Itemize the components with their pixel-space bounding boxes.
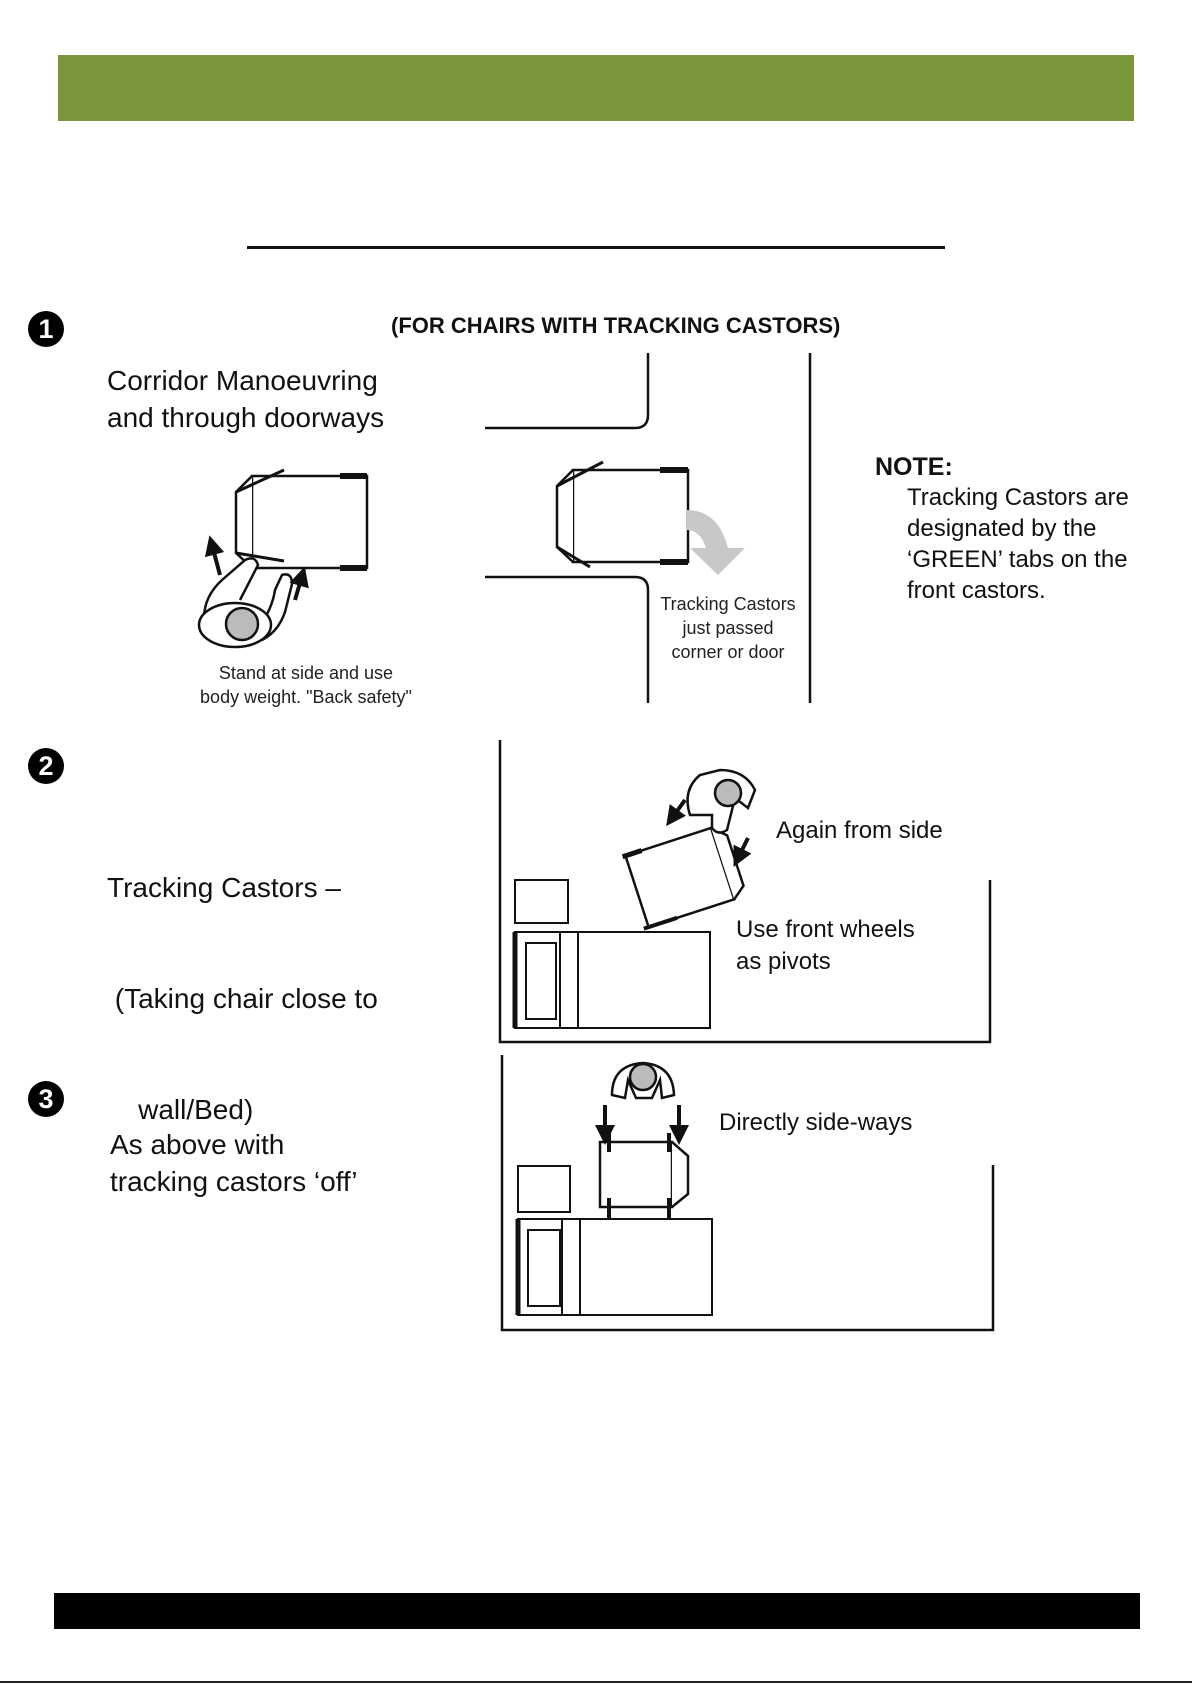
caption-directly-sideways: Directly side-ways [719, 1109, 913, 1136]
step-1-subtitle: (FOR CHAIRS WITH TRACKING CASTORS) [391, 313, 841, 338]
bedside-cabinet-3 [517, 1165, 571, 1213]
step-2-number: 2 [28, 748, 64, 784]
caption-line: just passed [682, 618, 774, 638]
caption-line: as pivots [736, 948, 831, 975]
bed-3 [515, 1218, 713, 1316]
wheelchair-3 [621, 826, 745, 931]
attendant-head [224, 606, 260, 642]
note-line: designated by the [907, 515, 1097, 542]
step-1-heading: Corridor Manoeuvring and through doorway… [107, 362, 384, 436]
heading-line: Corridor Manoeuvring [107, 365, 378, 396]
wheelchair-4 [598, 1133, 690, 1218]
caption-line: Use front wheels [736, 916, 915, 943]
caption-line: Stand at side and use [218, 663, 394, 683]
step-3-heading: As above with tracking castors ‘off’ [110, 1126, 357, 1200]
wheelchair-seat [571, 468, 690, 564]
room-diagram-3 [500, 1055, 995, 1332]
caption-back-safety: Stand at side and use body weight. "Back… [188, 661, 424, 709]
caption-line: corner or door [671, 642, 785, 662]
step-3-number: 3 [28, 1081, 64, 1117]
step-2-heading: Tracking Castors – (Taking chair close t… [107, 795, 378, 1165]
bed-2 [512, 931, 711, 1029]
note-line: ‘GREEN’ tabs on the [907, 546, 1128, 573]
push-arrow-3 [733, 837, 752, 867]
wheelchair-2 [555, 460, 690, 569]
caption-tracking-castors: Tracking Castors just passed corner or d… [652, 592, 804, 664]
turn-arrow [687, 510, 745, 575]
footer-bar [54, 1593, 1140, 1629]
caption-line: body weight. "Back safety" [200, 687, 412, 707]
wheelchair-seat [250, 474, 369, 570]
note-title: NOTE: [875, 453, 953, 481]
corridor-wall-bottom [485, 575, 650, 703]
pillow [527, 1229, 561, 1307]
step-1-number: 1 [28, 311, 64, 347]
push-arrow-1 [204, 535, 225, 576]
caption-again-from-side: Again from side [776, 817, 943, 844]
note-line: Tracking Castors are [907, 484, 1129, 511]
note-line: front castors. [907, 577, 1046, 604]
attendant-1 [197, 557, 294, 649]
heading-line: As above with [110, 1129, 285, 1160]
attendant-head [713, 778, 743, 808]
heading-line: and through doorways [107, 402, 385, 433]
attendant-2 [686, 768, 757, 834]
title-underline [247, 246, 945, 249]
heading-line: tracking castors ‘off’ [110, 1166, 358, 1197]
header-bar [58, 55, 1134, 121]
heading-line: Tracking Castors – [107, 872, 341, 903]
heading-line: wall/Bed) [107, 1094, 254, 1125]
corridor-wall-top [485, 353, 650, 430]
bedside-cabinet-2 [514, 879, 569, 924]
note-block: NOTE: Tracking Castors are designated by… [875, 453, 1129, 606]
pull-arrow [666, 798, 687, 827]
page-bottom-rule [0, 1681, 1192, 1683]
note-text: Tracking Castors are designated by the ‘… [907, 482, 1129, 606]
attendant-3 [610, 1061, 676, 1100]
caption-line: Tracking Castors [660, 594, 796, 614]
push-arrow-2 [289, 566, 309, 601]
wheelchair-1 [234, 468, 369, 571]
room-diagram-2 [498, 740, 992, 1044]
attendant-head [628, 1062, 658, 1092]
caption-front-wheels-pivot: Use front wheels as pivots [736, 914, 915, 978]
corridor-diagram [485, 353, 812, 703]
pillow [525, 942, 557, 1020]
heading-line: (Taking chair close to [107, 983, 378, 1014]
